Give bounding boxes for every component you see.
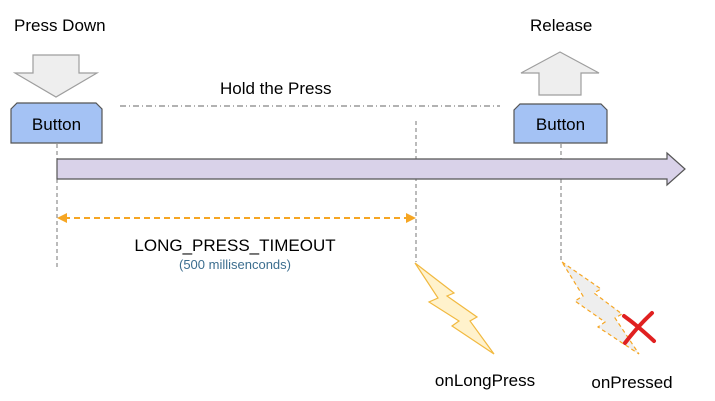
- timeout-name-label: LONG_PRESS_TIMEOUT: [134, 236, 335, 255]
- up-arrow-icon: [520, 51, 600, 96]
- release-label: Release: [530, 16, 592, 35]
- cross-icon: [622, 311, 656, 345]
- pressed-lightning-icon: [561, 261, 640, 355]
- down-arrow-icon: [12, 54, 100, 98]
- button-right: Button: [513, 103, 608, 144]
- on-pressed-label: onPressed: [591, 373, 672, 392]
- button-left: Button: [10, 102, 103, 144]
- timeline-arrow: [56, 151, 686, 187]
- button-right-label: Button: [536, 115, 585, 134]
- button-left-label: Button: [32, 115, 81, 134]
- hold-the-press-label: Hold the Press: [220, 79, 332, 98]
- on-long-press-label: onLongPress: [435, 371, 535, 390]
- press-down-label: Press Down: [14, 16, 106, 35]
- timeout-span-arrow: [57, 213, 416, 223]
- timeout-value-label: (500 millisenconds): [179, 257, 291, 272]
- long-press-lightning-icon: [414, 262, 495, 355]
